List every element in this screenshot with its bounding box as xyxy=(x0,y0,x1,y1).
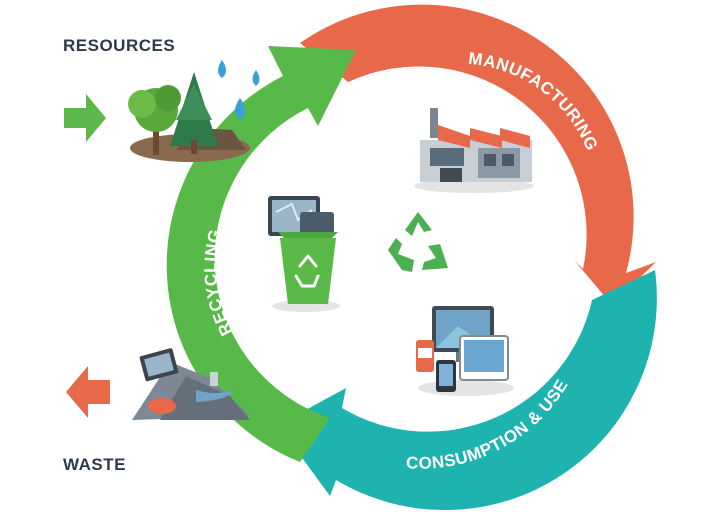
outflow-arrow-icon xyxy=(66,366,110,418)
recycle-symbol-icon xyxy=(388,212,448,272)
resources-label: RESOURCES xyxy=(63,36,176,55)
manufacturing-arrow xyxy=(300,4,656,305)
devices-icon xyxy=(416,306,514,396)
waste-pile-icon xyxy=(132,348,250,420)
recycle-bin-icon xyxy=(268,196,340,312)
trees-water-icon xyxy=(128,60,260,162)
consumption-arrow xyxy=(278,270,657,511)
factory-icon xyxy=(414,108,534,193)
waste-label: WASTE xyxy=(63,455,126,474)
inflow-arrow-icon xyxy=(64,94,106,142)
